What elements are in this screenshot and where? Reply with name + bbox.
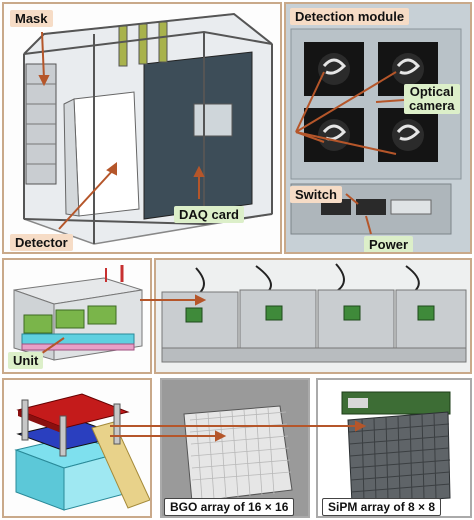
optical-camera-label-line1: Optical [409,84,454,99]
detection-module-photo [286,4,470,252]
pcb-stack-panel [2,378,152,518]
unit-cad-panel: Unit [2,258,152,374]
bgo-array-photo [162,380,308,516]
switch-label: Switch [290,186,342,203]
detection-module-label: Detection module [290,8,410,25]
daq-card-label: DAQ card [174,206,244,223]
sipm-array-photo [341,391,451,505]
units-photo [156,260,470,372]
sipm-array-panel: SiPM array of 8 × 8 [316,378,472,518]
detection-module-panel: Detection module Optical camera Switch P… [284,2,472,254]
bgo-array-label: BGO array of 16 × 16 [164,498,295,516]
sipm-array-label: SiPM array of 8 × 8 [322,498,442,516]
units-photo-panel [154,258,472,374]
unit-label: Unit [8,352,44,369]
optical-camera-label-line2: camera [409,98,455,113]
unit-cad-drawing [13,265,143,361]
cad-frame-drawing [23,12,273,245]
cad-frame-panel: Mask DAQ card Detector [2,2,282,254]
pcb-stack-drawing [14,393,150,511]
mask-label: Mask [10,10,53,27]
detector-label: Detector [10,234,73,251]
optical-camera-label: Optical camera [404,84,460,114]
power-label: Power [364,236,414,252]
bgo-array-panel: BGO array of 16 × 16 [160,378,310,518]
